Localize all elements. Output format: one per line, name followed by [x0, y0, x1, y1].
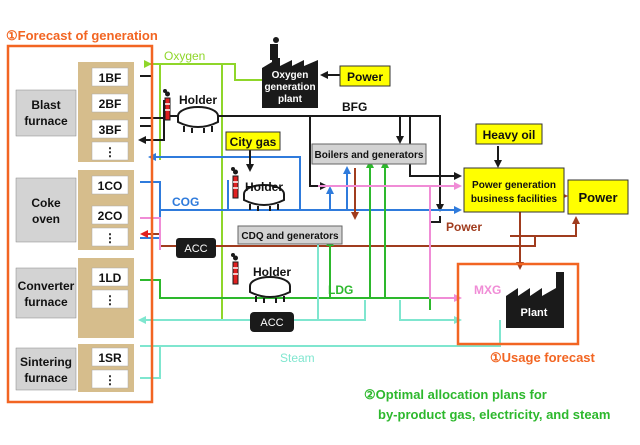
optimal-allocation-line1: ②Optimal allocation plans for: [364, 387, 547, 402]
more-marker: ⋮: [104, 373, 116, 387]
boilers-label: Boilers and generators: [315, 150, 424, 161]
holder-label: Holder: [179, 93, 217, 107]
cog-line: [148, 153, 301, 210]
mxg-flow-label: MXG: [474, 283, 501, 297]
more-marker: ⋮: [104, 145, 116, 159]
holder-label: Holder: [245, 180, 283, 194]
mxg-line: [140, 217, 161, 250]
optimal-allocation-line2: by-product gas, electricity, and steam: [378, 407, 610, 422]
holder-ldg: Holder: [230, 252, 291, 304]
boilers-box: [311, 143, 427, 165]
steam-line: [399, 300, 462, 324]
unit-label: 3BF: [99, 123, 122, 137]
power-input-label: Power: [347, 70, 383, 84]
unit-label: 2CO: [98, 209, 123, 223]
forecast-generation-frame: [6, 44, 154, 404]
acc-box-ldg: [250, 312, 294, 332]
acc-label: ACC: [260, 317, 283, 329]
oxygen-flow-label: Oxygen: [164, 49, 205, 63]
plant-name-line2: furnace: [24, 295, 68, 309]
plant-name-line1: Blast: [31, 98, 60, 112]
usage-forecast-label: ①Usage forecast: [490, 350, 596, 365]
plant-name-line1: Sintering: [20, 355, 72, 369]
plant-name-line2: furnace: [24, 371, 68, 385]
holder-bfg: Holder: [162, 88, 219, 134]
plant-coke: Coke oven 1CO 2CO ⋮: [15, 170, 134, 250]
more-marker: ⋮: [104, 293, 116, 307]
cdq-box: [237, 225, 343, 245]
plant-converter: Converter furnace 1LD ⋮: [15, 258, 134, 338]
oxygen-plant-line3: plant: [278, 94, 303, 105]
unit-label: 1LD: [99, 271, 122, 285]
holder-label: Holder: [253, 265, 291, 279]
oxygen-plant-line2: generation: [264, 82, 315, 93]
power-gen-box: [463, 167, 565, 213]
plant-blast: Blast furnace 1BF 2BF 3BF ⋮: [15, 62, 134, 162]
more-marker: ⋮: [104, 231, 116, 245]
holder-cog: Holder: [230, 166, 285, 212]
oxygen-plant-icon: Oxygen generation plant: [262, 37, 318, 108]
unit-label: 1CO: [98, 179, 123, 193]
plant-name-line2: oven: [32, 212, 60, 226]
ldg-line: [140, 279, 431, 310]
heavy-oil-box: [475, 123, 543, 145]
power-gen-line1: Power generation: [472, 180, 556, 191]
unit-label: 1SR: [98, 351, 122, 365]
flow-lines: [138, 60, 580, 379]
steam-line: [138, 242, 319, 324]
steam-line: [318, 300, 366, 321]
usage-forecast-frame: [456, 262, 580, 346]
steam-line: [140, 346, 161, 379]
city-gas-label: City gas: [230, 135, 277, 149]
ldg-flow-label: LDG: [328, 283, 353, 297]
forecast-generation-label: ①Forecast of generation: [6, 28, 158, 43]
acc-label: ACC: [184, 243, 207, 255]
steam-line: [140, 320, 501, 347]
bfg-line: [409, 116, 462, 180]
city-gas-box: [225, 131, 281, 151]
plant-sinter: Sintering furnace 1SR ⋮: [15, 344, 134, 392]
unit-label: 2BF: [99, 97, 122, 111]
bfg-line: [430, 216, 441, 223]
power-output-label: Power: [578, 190, 617, 205]
power-gen-line2: business facilities: [471, 194, 558, 205]
plant-label: Plant: [521, 307, 548, 319]
heavy-oil-label: Heavy oil: [483, 128, 536, 142]
plant-name-line1: Converter: [18, 279, 75, 293]
power-output-box: [567, 179, 629, 215]
cog-flow-label: COG: [172, 195, 199, 209]
plant-name-line1: Coke: [31, 196, 61, 210]
plant-name-line2: furnace: [24, 114, 68, 128]
unit-label: 1BF: [99, 71, 122, 85]
plant-icon: Plant: [506, 272, 564, 328]
bfg-flow-label: BFG: [342, 100, 367, 114]
cdq-label: CDQ and generators: [241, 231, 339, 242]
steam-flow-label: Steam: [280, 351, 315, 365]
acc-box-coke: [176, 238, 216, 258]
power-flow-label: Power: [446, 220, 482, 234]
oxygen-line: [144, 60, 262, 81]
mxg-line: [429, 186, 462, 302]
oxygen-plant-line1: Oxygen: [272, 70, 309, 81]
power-input-box: [339, 65, 391, 87]
